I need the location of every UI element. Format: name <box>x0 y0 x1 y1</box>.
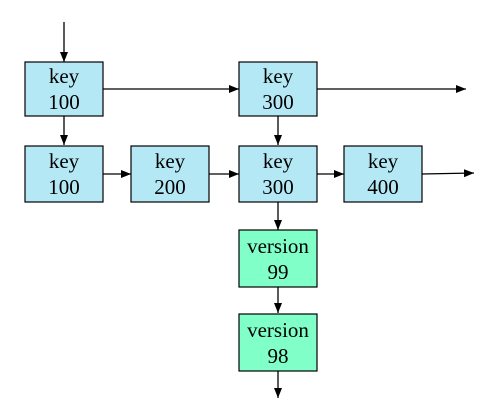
node-value: 99 <box>268 260 289 284</box>
node-key-100-top: key 100 <box>24 61 104 117</box>
node-label: key <box>263 149 294 173</box>
node-label: version <box>247 318 309 342</box>
node-version-98: version 98 <box>238 313 318 372</box>
node-value: 400 <box>367 175 399 199</box>
node-value: 300 <box>262 175 294 199</box>
node-key-100-bottom: key 100 <box>24 145 104 203</box>
edge-key-400-outgoing <box>421 169 475 178</box>
node-key-400: key 400 <box>343 145 423 203</box>
node-label: key <box>49 64 80 88</box>
node-value: 200 <box>154 175 186 199</box>
node-key-300-top: key 300 <box>238 61 318 117</box>
node-key-300-bottom: key 300 <box>238 145 318 203</box>
node-key-200: key 200 <box>130 145 210 203</box>
edges <box>60 22 475 398</box>
node-label: key <box>263 64 294 88</box>
node-value: 98 <box>268 344 289 368</box>
node-label: key <box>155 149 186 173</box>
node-label: key <box>49 149 80 173</box>
node-value: 300 <box>262 90 294 114</box>
node-label: key <box>368 149 399 173</box>
node-version-99: version 99 <box>238 229 318 288</box>
node-value: 100 <box>48 175 80 199</box>
node-value: 100 <box>48 90 80 114</box>
node-label: version <box>247 234 309 258</box>
